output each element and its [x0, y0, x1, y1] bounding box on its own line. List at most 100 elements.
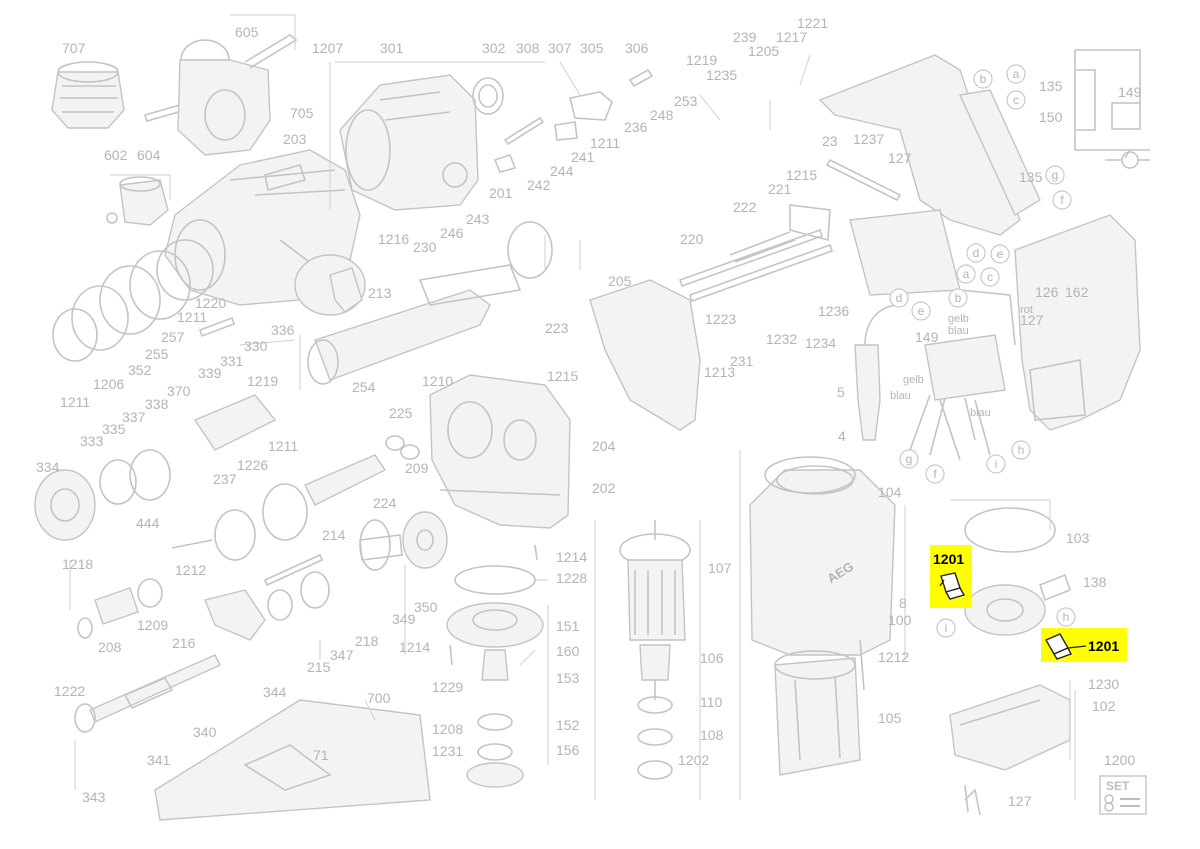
label-1214-b: 1214: [399, 639, 430, 655]
label-236: 236: [624, 119, 648, 135]
circuit-schematic: [1074, 49, 1150, 169]
label-331: 331: [220, 353, 244, 369]
wire-label-gelb-2: gelb: [903, 374, 924, 386]
letter-b-1: b: [973, 69, 993, 89]
letter-h-2: h: [1056, 607, 1076, 627]
gear-350: [359, 511, 448, 571]
svg-text:a: a: [1013, 67, 1020, 81]
intermediate-flange-202: [429, 374, 571, 529]
label-444: 444: [136, 515, 160, 531]
label-1218: 1218: [62, 556, 93, 572]
label-1220: 1220: [195, 295, 226, 311]
label-23: 23: [822, 133, 838, 149]
label-343: 343: [82, 789, 106, 805]
label-208: 208: [98, 639, 122, 655]
wire-labels: gelb blau rot gelb blau blau: [890, 304, 1033, 419]
letter-g-2: g: [899, 449, 919, 469]
label-605: 605: [235, 24, 259, 40]
highlight-label-1201-left: 1201: [933, 551, 964, 567]
label-224: 224: [373, 495, 397, 511]
switch-149: [924, 289, 1016, 461]
svg-text:e: e: [918, 304, 925, 318]
label-333: 333: [80, 433, 104, 449]
letter-c-2: c: [980, 267, 1000, 287]
label-205: 205: [608, 273, 632, 289]
label-302: 302: [482, 40, 506, 56]
label-1212-a: 1212: [175, 562, 206, 578]
dust-adapter-605: [177, 34, 298, 156]
connection-letters: b a c g f d e a c b d e g f i h i h: [889, 64, 1076, 638]
label-253: 253: [674, 93, 698, 109]
label-204: 204: [592, 438, 616, 454]
label-1215-b: 1215: [547, 368, 578, 384]
label-1228: 1228: [556, 570, 587, 586]
letter-g-1: g: [1045, 165, 1065, 185]
wire-label-blau-2: blau: [890, 390, 911, 402]
label-306: 306: [625, 40, 649, 56]
label-1209: 1209: [137, 617, 168, 633]
brush-holder-138: [964, 573, 1071, 636]
letter-f-2: f: [925, 464, 945, 484]
label-135-b: 135: [1019, 169, 1043, 185]
label-1208: 1208: [432, 721, 463, 737]
label-349: 349: [392, 611, 416, 627]
cable-sleeve-5: [854, 304, 901, 441]
label-100: 100: [888, 612, 912, 628]
label-162: 162: [1065, 284, 1089, 300]
label-1231: 1231: [432, 743, 463, 759]
motor-cover-102: [949, 684, 1071, 816]
letter-e-2: e: [911, 301, 931, 321]
svg-text:d: d: [973, 246, 980, 260]
motor-housing-104: [749, 456, 896, 656]
label-244: 244: [550, 163, 574, 179]
label-254: 254: [352, 379, 376, 395]
highlight-1201-right[interactable]: 1201: [1041, 628, 1127, 662]
label-338: 338: [145, 396, 169, 412]
label-223: 223: [545, 320, 569, 336]
svg-text:b: b: [980, 72, 987, 86]
letter-h-1: h: [1011, 440, 1031, 460]
set-badge: SET: [1099, 775, 1147, 815]
label-255: 255: [145, 346, 169, 362]
label-209: 209: [405, 460, 429, 476]
label-305: 305: [580, 40, 604, 56]
label-337: 337: [122, 409, 146, 425]
label-1219-b: 1219: [247, 373, 278, 389]
label-225: 225: [389, 405, 413, 421]
label-202: 202: [592, 480, 616, 496]
label-218: 218: [355, 633, 379, 649]
label-8: 8: [899, 595, 907, 611]
label-126: 126: [1035, 284, 1059, 300]
label-110: 110: [700, 694, 723, 710]
label-243: 243: [466, 211, 490, 227]
label-1216: 1216: [378, 231, 409, 247]
label-1234: 1234: [805, 335, 836, 351]
letter-d-2: d: [889, 288, 909, 308]
label-149-b: 149: [915, 329, 939, 345]
label-350: 350: [414, 599, 438, 615]
wire-label-rot: rot: [1020, 304, 1033, 316]
label-105: 105: [878, 710, 902, 726]
label-203: 203: [283, 131, 307, 147]
label-604: 604: [137, 147, 161, 163]
armature-107: [619, 520, 691, 700]
label-1211-a: 1211: [590, 135, 620, 151]
label-341: 341: [147, 752, 171, 768]
svg-text:g: g: [906, 452, 913, 466]
label-1215-a: 1215: [786, 167, 817, 183]
leader-lines: [69, 14, 1076, 800]
label-352: 352: [128, 362, 152, 378]
highlight-1201-left[interactable]: 1201: [930, 545, 972, 608]
label-340: 340: [193, 724, 217, 740]
svg-text:i: i: [995, 457, 998, 471]
label-220: 220: [680, 231, 704, 247]
label-215: 215: [307, 659, 331, 675]
wire-label-blau-3: blau: [970, 407, 991, 419]
label-1202: 1202: [678, 752, 709, 768]
label-336: 336: [271, 322, 295, 338]
label-1222: 1222: [54, 683, 85, 699]
label-339: 339: [198, 365, 222, 381]
label-1235: 1235: [706, 67, 737, 83]
front-cap-334: [34, 449, 171, 541]
